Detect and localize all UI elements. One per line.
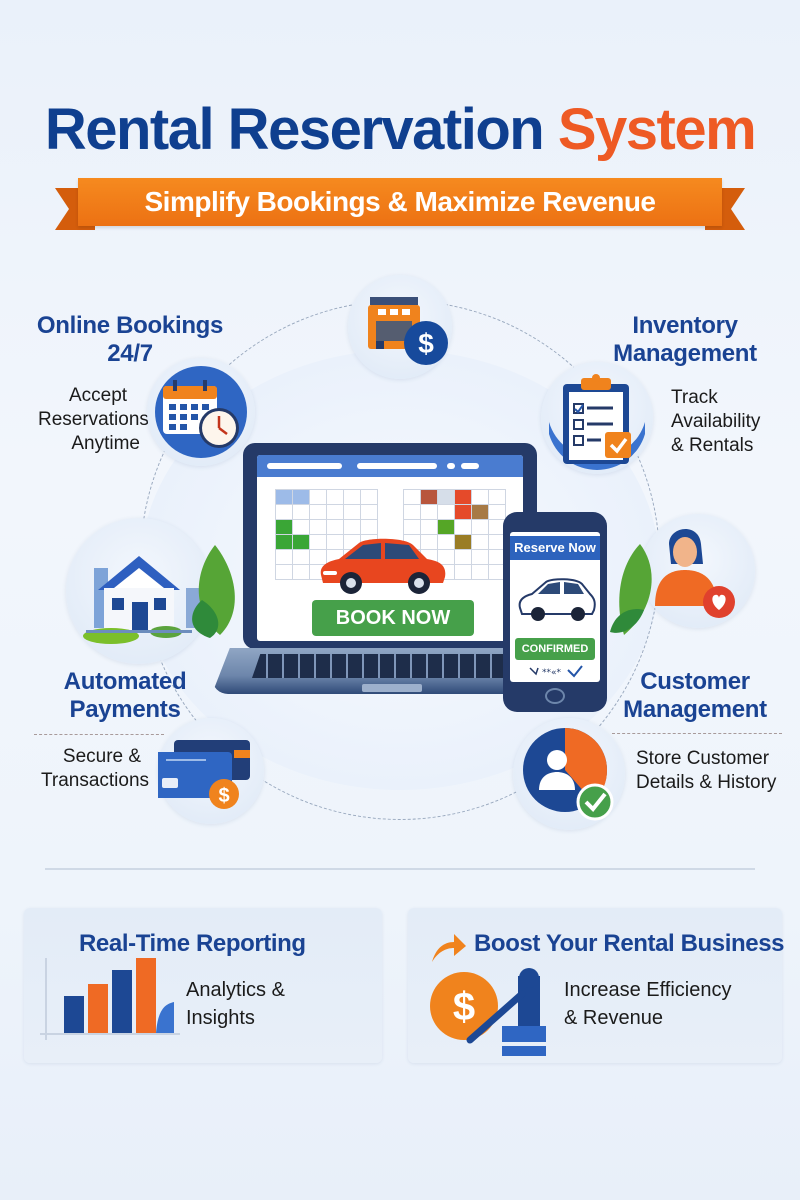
title-accent: System xyxy=(557,97,757,162)
calendar-clock-icon xyxy=(147,358,255,466)
car-white-icon xyxy=(518,578,596,621)
desc-line: Analytics & xyxy=(186,979,285,1001)
feature-customers-title: Customer Management xyxy=(605,668,785,724)
card-desc: Increase Efficiency & Revenue xyxy=(564,976,732,1032)
bar-chart-icon xyxy=(40,958,180,1040)
calendar-grid-left xyxy=(275,489,378,580)
book-now-button[interactable]: BOOK NOW xyxy=(312,600,474,636)
title-main: Rental Reservation xyxy=(44,97,545,162)
leaf-decoration-right xyxy=(610,544,652,635)
card-title: Boost Your Rental Business xyxy=(474,930,785,957)
title-line: Management xyxy=(623,696,767,723)
phone-home-button xyxy=(545,688,565,704)
customer-heart-icon xyxy=(641,514,755,628)
smartphone: Reserve Now CONFIRMED **«* xyxy=(503,512,607,712)
card-title: Real-Time Reporting xyxy=(79,930,306,957)
card-real-time-reporting: Real-Time Reporting Analytics & Insights xyxy=(24,908,382,1063)
title-line: Inventory xyxy=(632,312,738,339)
desc-line: Availability xyxy=(671,411,761,432)
arrow-up-right-icon xyxy=(432,934,466,962)
feature-customers-desc: Store Customer Details & History xyxy=(636,747,796,795)
phone-screen: Reserve Now CONFIRMED **«* xyxy=(510,532,600,682)
feature-inventory-desc: Track Availability & Rentals xyxy=(671,386,791,458)
booking-app-screen: BOOK NOW xyxy=(257,455,523,641)
trackpad xyxy=(362,684,422,692)
feature-inventory-title: Inventory Management xyxy=(590,312,780,368)
dollar-growth-icon: $ xyxy=(430,968,546,1056)
title-line: Payments xyxy=(69,696,181,723)
title-line: Automated xyxy=(63,668,187,695)
feature-online-bookings-desc: Accept Reservations Anytime xyxy=(38,384,149,456)
feature-payments-title: Automated Payments xyxy=(40,668,210,724)
section-divider xyxy=(45,868,755,870)
desc-line: Increase Efficiency xyxy=(564,979,732,1001)
desc-line: Insights xyxy=(186,1007,255,1029)
desc-line: Anytime xyxy=(71,433,140,454)
desc-line: & Revenue xyxy=(564,1007,663,1029)
storefront-dollar-icon: $ xyxy=(348,275,452,379)
customers-connector-line xyxy=(612,733,782,734)
feature-payments-desc: Secure & Transactions xyxy=(40,745,150,793)
checkmark-signature-icon: **«* xyxy=(529,665,583,678)
card-desc: Analytics & Insights xyxy=(186,976,285,1032)
svg-text:**«*: **«* xyxy=(542,668,562,678)
laptop-screen: BOOK NOW xyxy=(243,443,537,649)
reserve-now-header: Reserve Now xyxy=(510,536,600,560)
desc-line: Reservations xyxy=(38,409,149,430)
payments-connector-line xyxy=(34,734,164,735)
desc-line: Details & History xyxy=(636,772,777,793)
keyboard xyxy=(252,654,528,678)
svg-text:$: $ xyxy=(418,328,434,359)
browser-toolbar xyxy=(257,455,523,477)
credit-card-dollar-icon: $ xyxy=(158,718,264,824)
svg-text:$: $ xyxy=(453,985,475,1029)
desc-line: Track xyxy=(671,387,718,408)
desc-line: Secure & xyxy=(62,746,142,767)
desc-line: Transactions xyxy=(40,770,150,791)
card-boost-business: Boost Your Rental Business $ Increase Ef… xyxy=(408,908,785,1063)
desc-line: & Rentals xyxy=(671,435,754,456)
tagline-ribbon: Simplify Bookings & Maximize Revenue xyxy=(78,178,722,226)
page-title: Rental Reservation System xyxy=(0,98,800,162)
car-red-icon xyxy=(320,538,446,594)
title-line: Online Bookings xyxy=(36,312,224,339)
clipboard-checklist-icon xyxy=(541,362,653,474)
desc-line: Accept xyxy=(68,385,128,406)
title-line: Management xyxy=(613,340,757,367)
confirmed-status-button[interactable]: CONFIRMED xyxy=(515,638,595,660)
svg-text:$: $ xyxy=(218,785,229,807)
title-line: Customer xyxy=(640,668,750,695)
leaf-decoration-left xyxy=(192,545,235,638)
house-icon xyxy=(66,518,212,664)
customer-profile-check-icon xyxy=(513,718,625,830)
desc-line: Store Customer xyxy=(636,748,770,769)
feature-online-bookings-title: Online Bookings 24/7 xyxy=(20,312,240,368)
title-line: 24/7 xyxy=(107,340,153,367)
